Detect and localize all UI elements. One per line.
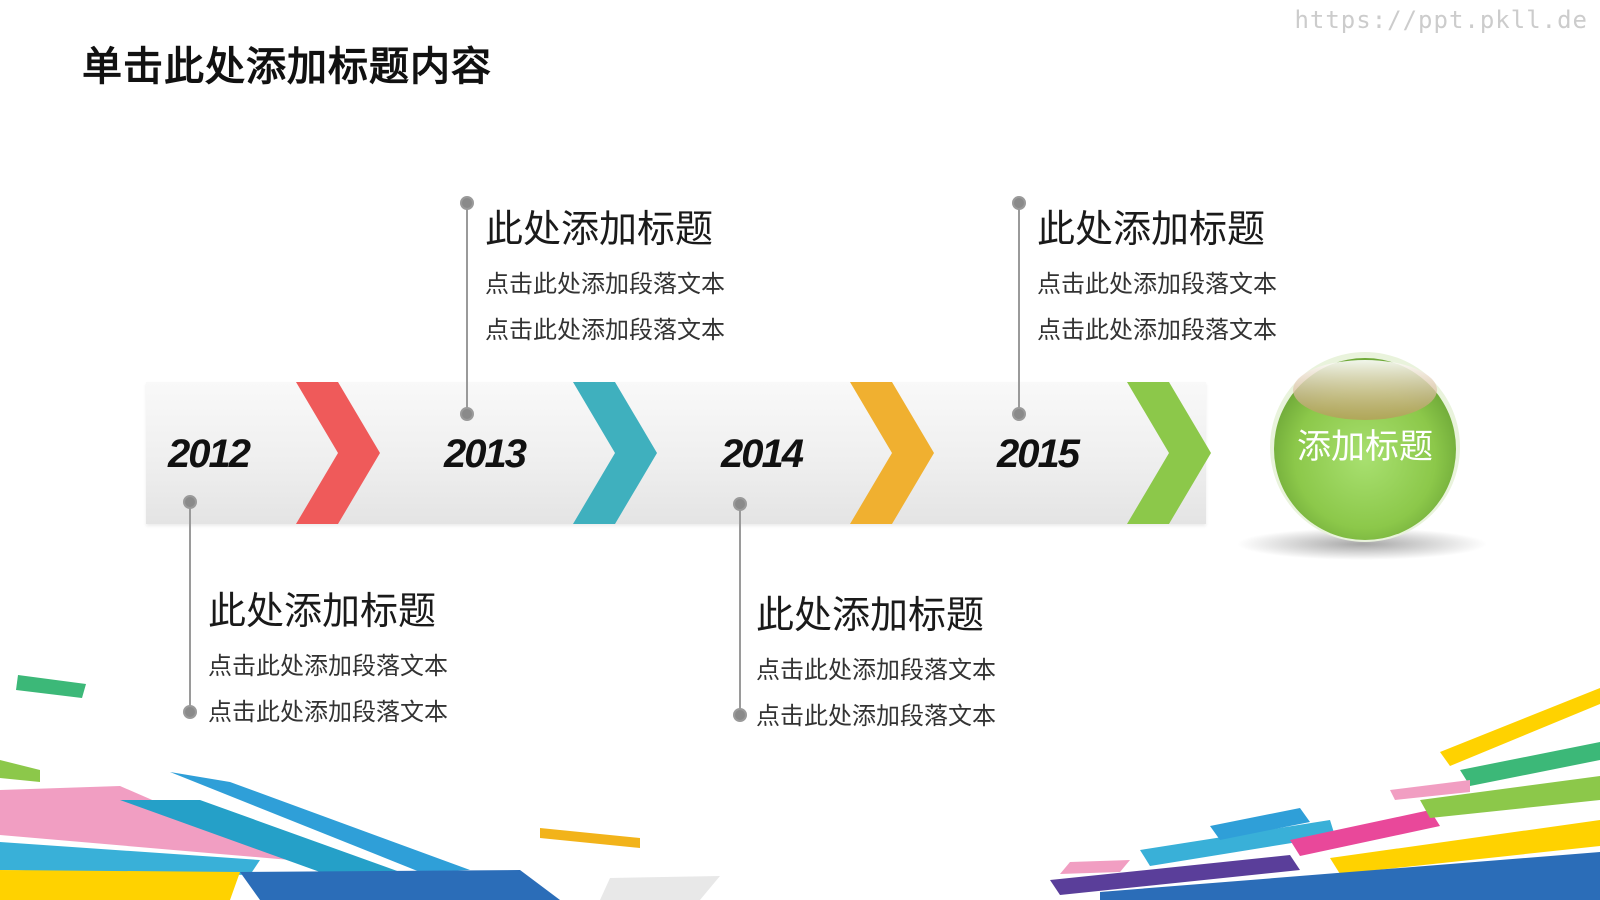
watermark-url: https://ppt.pkll.de bbox=[1294, 6, 1588, 34]
year-label-2015: 2015 bbox=[997, 432, 1080, 476]
page-title[interactable]: 单击此处添加标题内容 bbox=[82, 44, 492, 90]
milestone-text[interactable]: 点击此处添加段落文本 bbox=[485, 270, 725, 298]
milestone-text[interactable]: 点击此处添加段落文本 bbox=[208, 698, 448, 726]
milestone-title[interactable]: 此处添加标题 bbox=[208, 589, 437, 633]
chevron-2013 bbox=[573, 382, 657, 524]
milestone-text[interactable]: 点击此处添加段落文本 bbox=[1037, 270, 1277, 298]
milestone-2012[interactable]: 此处添加标题 点击此处添加段落文本 点击此处添加段落文本 bbox=[208, 592, 448, 724]
connector-dot bbox=[183, 705, 197, 719]
milestone-title[interactable]: 此处添加标题 bbox=[485, 207, 714, 251]
connector-dot bbox=[1012, 196, 1026, 210]
milestone-text[interactable]: 点击此处添加段落文本 bbox=[756, 702, 996, 730]
connector-dot bbox=[460, 196, 474, 210]
connector-dot bbox=[1012, 407, 1026, 421]
connector-dot bbox=[460, 407, 474, 421]
chevron-2014 bbox=[850, 382, 934, 524]
connector-dot bbox=[733, 708, 747, 722]
milestone-2014[interactable]: 此处添加标题 点击此处添加段落文本 点击此处添加段落文本 bbox=[756, 596, 996, 728]
milestone-2013[interactable]: 此处添加标题 点击此处添加段落文本 点击此处添加段落文本 bbox=[485, 210, 725, 342]
ball-highlight bbox=[1293, 360, 1437, 420]
end-ball-label[interactable]: 添加标题 bbox=[1297, 427, 1433, 467]
connector-dot bbox=[183, 495, 197, 509]
chevron-2015 bbox=[1127, 382, 1211, 524]
milestone-text[interactable]: 点击此处添加段落文本 bbox=[485, 316, 725, 344]
connector-dot bbox=[733, 497, 747, 511]
milestone-text[interactable]: 点击此处添加段落文本 bbox=[1037, 316, 1277, 344]
milestone-text[interactable]: 点击此处添加段落文本 bbox=[208, 652, 448, 680]
milestone-text[interactable]: 点击此处添加段落文本 bbox=[756, 656, 996, 684]
milestone-2015[interactable]: 此处添加标题 点击此处添加段落文本 点击此处添加段落文本 bbox=[1037, 210, 1277, 342]
chevron-2012 bbox=[296, 382, 380, 524]
milestone-title[interactable]: 此处添加标题 bbox=[1037, 207, 1266, 251]
year-label-2013: 2013 bbox=[444, 432, 527, 476]
milestone-title[interactable]: 此处添加标题 bbox=[756, 593, 985, 637]
ball-shadow bbox=[1237, 528, 1487, 560]
year-label-2012: 2012 bbox=[168, 432, 251, 476]
year-label-2014: 2014 bbox=[721, 432, 804, 476]
